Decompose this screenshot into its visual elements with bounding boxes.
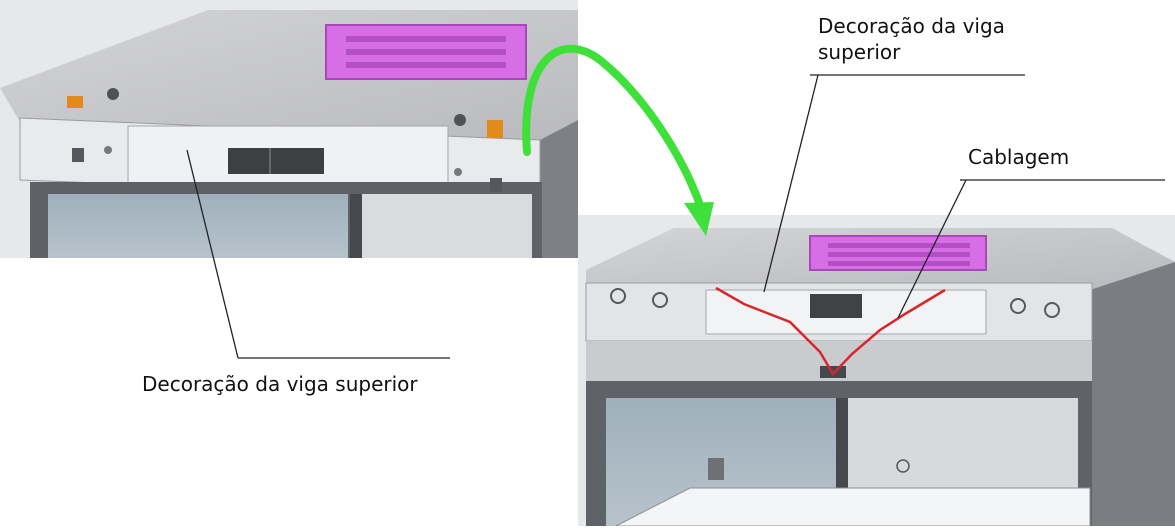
right-cabinet-render bbox=[578, 215, 1175, 527]
label-top-decoration-line2: superior bbox=[818, 40, 901, 64]
left-cabinet-render bbox=[0, 0, 578, 258]
label-wiring: Cablagem bbox=[968, 145, 1070, 169]
left-orange-clip bbox=[67, 96, 83, 108]
label-top-decoration: Decoração da viga superior bbox=[818, 13, 1005, 65]
transition-arrow bbox=[522, 44, 714, 236]
leader-wiring bbox=[897, 179, 967, 319]
left-vent bbox=[325, 24, 527, 80]
leader-top-decoration bbox=[763, 74, 819, 293]
arrow-head bbox=[684, 202, 714, 236]
label-bottom-decoration: Decoração da viga superior bbox=[142, 372, 418, 396]
wiring-harness bbox=[715, 286, 946, 377]
leader-bottom-decoration bbox=[186, 149, 239, 359]
right-orange-clip bbox=[487, 120, 503, 138]
right-vent bbox=[809, 235, 987, 271]
label-top-decoration-line1: Decoração da viga bbox=[818, 14, 1005, 38]
